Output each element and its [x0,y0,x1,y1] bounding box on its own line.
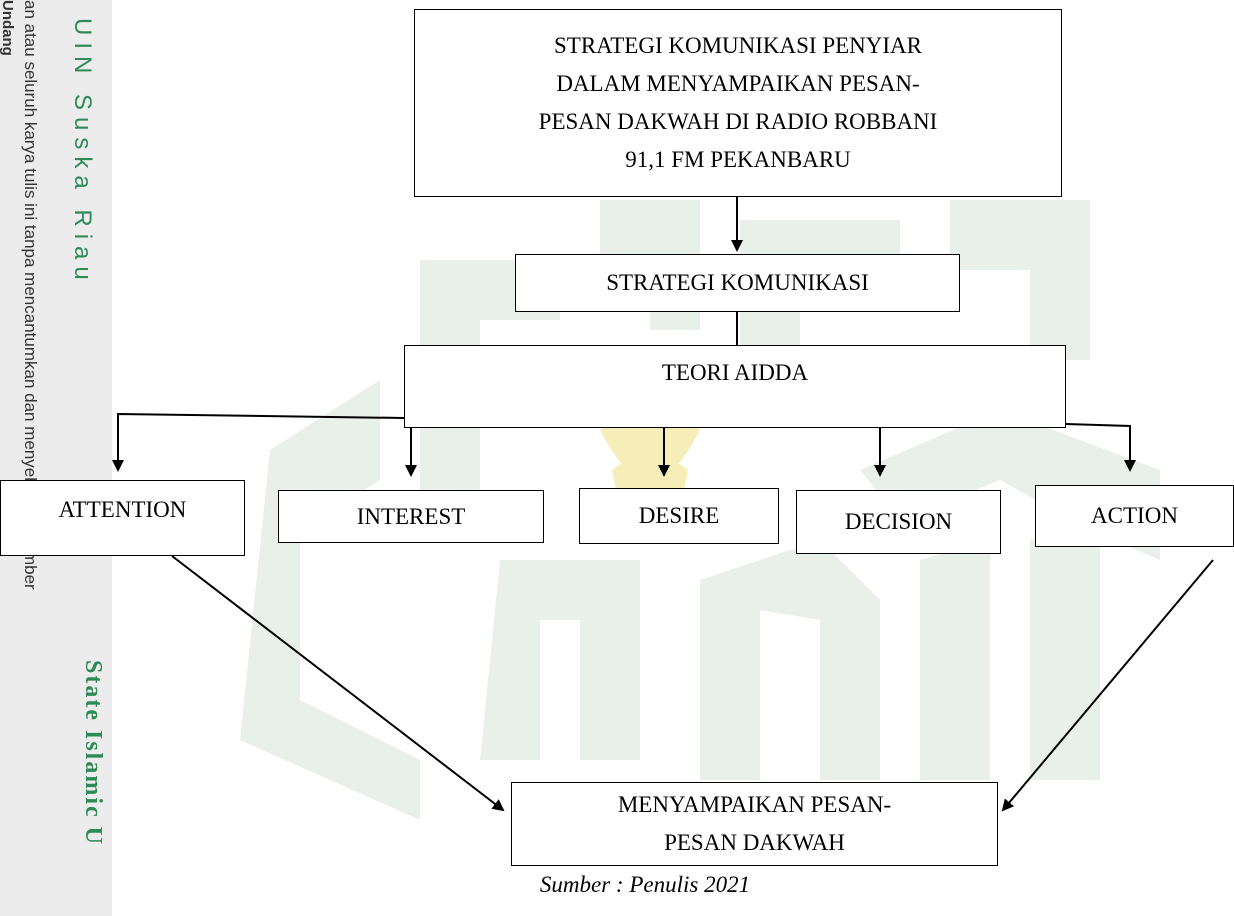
stage-label: INTEREST [356,503,466,529]
stage-attention-box: ATTENTION [0,480,245,556]
stage-interest-box: INTEREST [278,490,544,543]
theory-box: TEORI AIDDA [404,345,1066,428]
result-box: MENYAMPAIKAN PESAN- PESAN DAKWAH [511,782,998,866]
strategy-box: STRATEGI KOMUNIKASI [515,254,960,312]
stage-label: ATTENTION [58,497,187,522]
result-line: PESAN DAKWAH [664,830,845,855]
top-box-line: STRATEGI KOMUNIKASI PENYIAR [554,33,922,58]
arrow-action-to-result [1001,559,1214,812]
top-box-strategy-title: STRATEGI KOMUNIKASI PENYIAR DALAM MENYAM… [414,9,1062,197]
result-line: MENYAMPAIKAN PESAN- [617,792,892,817]
sidebar-strip: Undang an atau seluruh karya tulis ini t… [0,0,112,916]
arrow-attention-to-result [171,555,505,812]
strategy-label: STRATEGI KOMUNIKASI [606,270,869,295]
stage-desire-box: DESIRE [579,488,779,544]
source-caption: Sumber : Penulis 2021 [539,872,751,897]
theory-label: TEORI AIDDA [661,360,809,385]
stage-decision-box: DECISION [796,490,1001,554]
arrow-to-action [1065,423,1136,472]
top-box-line: DALAM MENYAMPAIKAN PESAN- [556,71,920,96]
stage-action-box: ACTION [1035,485,1234,547]
stage-label: ACTION [1091,503,1178,528]
top-box-line: 91,1 FM PEKANBARU [625,147,851,172]
stage-label: DESIRE [638,503,720,528]
top-box-line: PESAN DAKWAH DI RADIO ROBBANI [538,109,938,134]
arrow-to-attention [112,412,405,472]
stage-label: DECISION [844,509,953,534]
